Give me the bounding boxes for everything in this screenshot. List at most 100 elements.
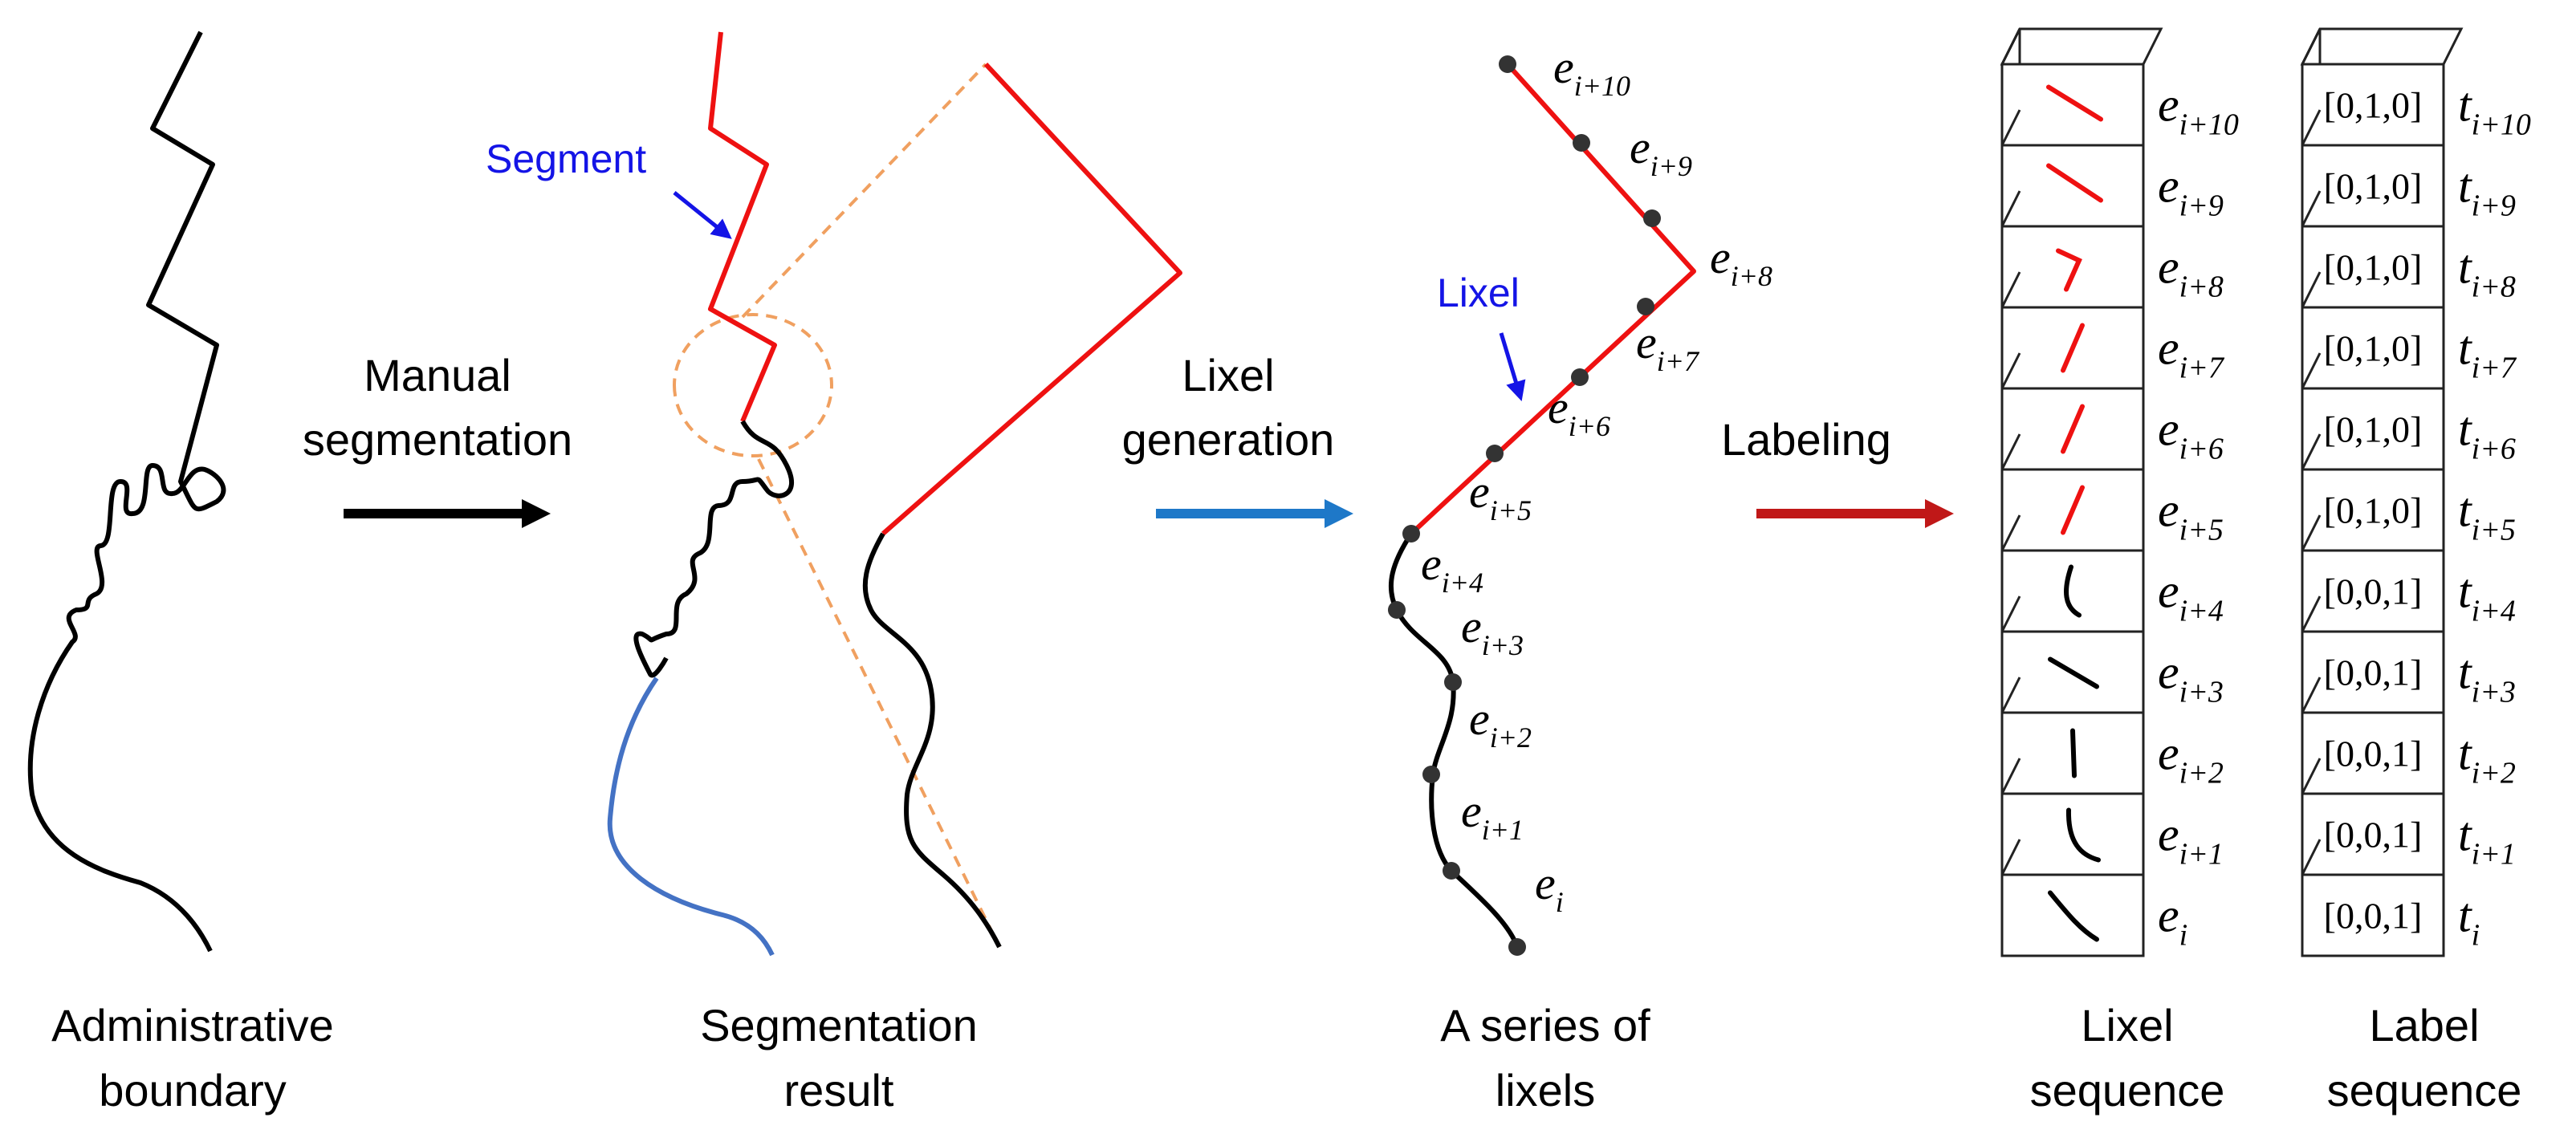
- lixel-label-6: ei+4: [1421, 538, 1483, 599]
- stack-depth-edge-6: [2000, 514, 2021, 551]
- lixel-label-5-base: e: [1469, 465, 1490, 518]
- segment-annotation-label: Segment: [486, 136, 646, 181]
- administrative-boundary-panel: [27, 30, 226, 953]
- lixel-label-6-base: e: [1421, 538, 1442, 590]
- lixel-seq-label-0: ei+10: [2158, 79, 2239, 142]
- lixel-label-1-base: e: [1630, 121, 1650, 173]
- stack-depth-edge-5: [2301, 433, 2322, 470]
- label-seq-label-0-base: t: [2458, 79, 2472, 132]
- lixel-node-9: [1422, 766, 1440, 783]
- stack-depth-edge-1: [2301, 109, 2322, 146]
- lixel-seq-label-6-base: e: [2158, 565, 2179, 618]
- label-seq-label-3: ti+7: [2458, 322, 2517, 385]
- lixel-seq-label-10-base: e: [2158, 889, 2179, 942]
- lixel-generation-arrow-group: Lixel generation: [1122, 350, 1353, 528]
- labeling-arrow-group: Labeling: [1721, 414, 1954, 528]
- lixel-seq-label-7-sub: i+3: [2179, 676, 2224, 709]
- dashed-zoom-circle: [673, 313, 834, 457]
- lixel-label-4: ei+6: [1548, 381, 1610, 442]
- label-seq-label-7-base: t: [2458, 646, 2472, 699]
- stack-top-face: [2000, 27, 2163, 66]
- stack-cell-7: [2301, 630, 2445, 714]
- label-vector-9: [0,0,1]: [2324, 815, 2423, 855]
- stack-depth-edge-8: [2301, 677, 2322, 713]
- lixel-seq-label-6-sub: i+4: [2179, 595, 2224, 628]
- lixel-glyph-9: [2065, 807, 2101, 863]
- lixel-sequence-labels: ei+10ei+9ei+8ei+7ei+6ei+5ei+4ei+3ei+2ei+…: [2158, 79, 2239, 953]
- label-vector-7: [0,0,1]: [2324, 652, 2423, 693]
- lixel-node-2: [1643, 209, 1661, 227]
- label-seq-label-3-base: t: [2458, 322, 2472, 375]
- stack-depth-edge-3: [2000, 271, 2021, 308]
- lixel-glyph-3: [2061, 323, 2085, 373]
- manual-segmentation-arrow-group: Manual segmentation: [303, 350, 572, 528]
- label-seq-label-8: ti+2: [2458, 727, 2516, 790]
- lixel-glyph-4: [2061, 404, 2085, 454]
- stack-depth-edge-10: [2000, 839, 2021, 876]
- lixel-seq-label-4-base: e: [2158, 403, 2179, 456]
- dashed-connector-top: [741, 63, 987, 319]
- label-vector-3: [0,1,0]: [2324, 328, 2423, 369]
- zoomed-segment-red-line: [881, 62, 1182, 536]
- lixel-nodes: [1388, 55, 1661, 956]
- zoomed-boundary-black-line: [862, 532, 1002, 949]
- label-seq-label-4: ti+6: [2458, 403, 2516, 466]
- label-vector-2: [0,1,0]: [2324, 247, 2423, 288]
- lixel-seq-label-2-sub: i+8: [2179, 270, 2224, 304]
- stack-depth-edge-4: [2301, 352, 2322, 389]
- label-vector-1: [0,1,0]: [2324, 166, 2423, 207]
- lixel-generation-label-line1: Lixel: [1182, 350, 1274, 400]
- lixel-label-2-sub: i+8: [1731, 260, 1772, 292]
- lixel-label-8: ei+2: [1469, 693, 1532, 754]
- stack-cell-10: [2301, 873, 2445, 957]
- stack-depth-edge-4: [2000, 352, 2021, 389]
- label-seq-label-5: ti+5: [2458, 484, 2516, 547]
- lixel-seq-label-5: ei+5: [2158, 484, 2224, 547]
- caption-lixel-sequence-line2: sequence: [2030, 1065, 2225, 1116]
- label-vector-4: [0,1,0]: [2324, 409, 2423, 450]
- label-seq-label-1-sub: i+9: [2472, 189, 2516, 223]
- caption-label-sequence-line2: sequence: [2327, 1065, 2522, 1116]
- label-seq-label-5-base: t: [2458, 484, 2472, 537]
- lixel-annotation-label: Lixel: [1437, 270, 1520, 315]
- lixel-label-9: ei+1: [1461, 785, 1524, 846]
- lixel-node-4: [1571, 368, 1589, 386]
- lixel-glyph-8: [2070, 728, 2077, 778]
- stack-depth-edge-6: [2301, 514, 2322, 551]
- label-seq-label-2: ti+8: [2458, 241, 2516, 304]
- lixel-label-5-sub: i+5: [1490, 494, 1532, 526]
- lixel-seq-label-1: ei+9: [2158, 160, 2224, 223]
- lixel-seq-label-1-sub: i+9: [2179, 189, 2224, 223]
- lixel-node-labels: ei+10ei+9ei+8ei+7ei+6ei+5ei+4ei+3ei+2ei+…: [1421, 41, 1772, 918]
- label-vector-8: [0,0,1]: [2324, 734, 2423, 774]
- lixel-label-1-sub: i+9: [1650, 150, 1692, 182]
- label-seq-label-1-base: t: [2458, 160, 2472, 213]
- label-seq-label-8-sub: i+2: [2472, 757, 2516, 790]
- stack-depth-edge-5: [2000, 433, 2021, 470]
- labeling-label: Labeling: [1721, 414, 1891, 465]
- caption-segmentation-line2: result: [784, 1065, 894, 1116]
- segment-annotation-arrow: [673, 191, 732, 239]
- label-sequence-labels: ti+10ti+9ti+8ti+7ti+6ti+5ti+4ti+3ti+2ti+…: [2458, 79, 2531, 953]
- stack-cell-4: [2301, 387, 2445, 471]
- lixel-sequence-panel: ei+10ei+9ei+8ei+7ei+6ei+5ei+4ei+3ei+2ei+…: [2000, 27, 2239, 957]
- lixel-label-1: ei+9: [1630, 121, 1692, 182]
- stack-depth-edge-7: [2000, 595, 2021, 632]
- stack-cell-1: [2000, 144, 2145, 228]
- label-vector-5: [0,1,0]: [2324, 490, 2423, 531]
- lixel-seq-label-7-base: e: [2158, 646, 2179, 699]
- lixel-seq-label-8-base: e: [2158, 727, 2179, 780]
- stack-depth-edge-10: [2301, 839, 2322, 876]
- caption-segmentation-line1: Segmentation: [700, 1000, 978, 1050]
- stack-depth-edge-8: [2000, 677, 2021, 713]
- lixel-seq-label-5-sub: i+5: [2179, 514, 2224, 547]
- dashed-connector-bottom: [757, 458, 1001, 948]
- label-seq-label-10-base: t: [2458, 889, 2472, 942]
- blue-boundary-line: [607, 677, 775, 957]
- label-seq-label-2-base: t: [2458, 241, 2472, 294]
- lixel-seq-label-1-base: e: [2158, 160, 2179, 213]
- lixel-label-6-sub: i+4: [1442, 567, 1483, 599]
- stack-cell-0: [2301, 63, 2445, 147]
- lixel-label-9-sub: i+1: [1482, 814, 1524, 846]
- caption-administrative-line2: boundary: [99, 1065, 287, 1116]
